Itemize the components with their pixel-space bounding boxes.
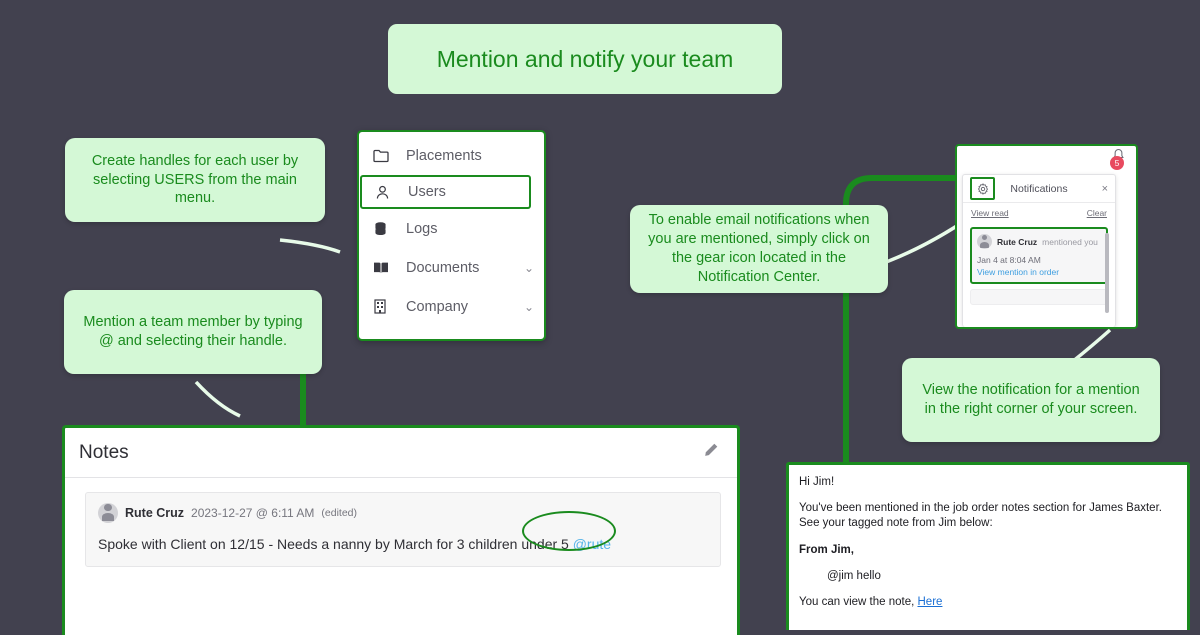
avatar bbox=[98, 503, 118, 523]
view-mention-in-order-link[interactable]: View mention in order bbox=[977, 267, 1060, 277]
notification-item-author: Rute Cruz bbox=[997, 236, 1038, 247]
email-footer-text: You can view the note, bbox=[799, 595, 918, 608]
callout-gear-email-text: To enable email notifications when you a… bbox=[648, 212, 870, 285]
callout-view-notification-text: View the notification for a mention in t… bbox=[922, 382, 1140, 417]
building-icon bbox=[373, 299, 397, 314]
note-body: Spoke with Client on 12/15 - Needs a nan… bbox=[98, 536, 708, 552]
notification-bell-row: 5 bbox=[957, 146, 1136, 170]
pencil-icon[interactable] bbox=[702, 442, 719, 464]
callout-users-menu: Create handles for each user by selectin… bbox=[65, 138, 325, 222]
notification-item-time: Jan 4 at 8:04 AM bbox=[977, 255, 1041, 265]
notification-item-action: mentioned you bbox=[1042, 236, 1098, 247]
notes-header: Notes bbox=[65, 428, 737, 478]
notification-item[interactable]: Rute Cruz mentioned you Jan 4 at 8:04 AM… bbox=[970, 227, 1108, 284]
email-body: You've been mentioned in the job order n… bbox=[799, 502, 1162, 530]
email-notification-panel: Hi Jim! You've been mentioned in the job… bbox=[786, 462, 1190, 630]
folder-icon bbox=[373, 149, 397, 163]
callout-gear-email: To enable email notifications when you a… bbox=[630, 205, 888, 293]
menu-item-placements-label: Placements bbox=[406, 147, 482, 164]
notification-actions: View read Clear bbox=[963, 203, 1115, 222]
notification-center-window: 5 Notifications × View read Clear bbox=[955, 144, 1138, 329]
menu-item-users[interactable]: Users bbox=[360, 175, 531, 209]
menu-item-documents[interactable]: Documents ⌄ bbox=[359, 248, 544, 287]
email-from-label: From Jim, bbox=[799, 543, 854, 556]
gear-icon[interactable] bbox=[970, 177, 995, 200]
view-read-link[interactable]: View read bbox=[971, 207, 1009, 218]
email-footer: You can view the note, Here bbox=[799, 595, 1175, 610]
email-quoted-note: @jim hello bbox=[827, 569, 881, 582]
note-body-text: Spoke with Client on 12/15 - Needs a nan… bbox=[98, 536, 573, 552]
notification-scrollbar[interactable] bbox=[1105, 233, 1109, 313]
note-mention[interactable]: @rute bbox=[572, 536, 612, 552]
menu-item-users-label: Users bbox=[408, 184, 446, 200]
menu-item-company-label: Company bbox=[406, 298, 469, 315]
chevron-down-icon[interactable]: ⌄ bbox=[523, 260, 534, 275]
note-timestamp: 2023-12-27 @ 6:11 AM bbox=[191, 506, 315, 520]
bell-icon[interactable]: 5 bbox=[1110, 148, 1126, 170]
email-greeting: Hi Jim! bbox=[799, 476, 835, 488]
callout-view-notification: View the notification for a mention in t… bbox=[902, 358, 1160, 442]
notification-dropdown: Notifications × View read Clear Rute Cru… bbox=[962, 174, 1116, 327]
callout-mention-handle: Mention a team member by typing @ and se… bbox=[64, 290, 322, 374]
notification-panel-title: Notifications bbox=[1010, 182, 1068, 195]
main-menu-panel: Placements Users Logs Documents ⌄ bbox=[357, 130, 546, 341]
chevron-down-icon[interactable]: ⌄ bbox=[523, 299, 534, 314]
database-icon bbox=[373, 221, 397, 237]
note-card: Rute Cruz 2023-12-27 @ 6:11 AM (edited) … bbox=[85, 492, 721, 567]
book-icon bbox=[373, 261, 397, 275]
menu-item-company[interactable]: Company ⌄ bbox=[359, 287, 544, 326]
clear-link[interactable]: Clear bbox=[1086, 207, 1107, 218]
notes-panel: Notes Rute Cruz 2023-12-27 @ 6:11 AM (ed… bbox=[62, 425, 740, 635]
note-author: Rute Cruz bbox=[125, 506, 185, 520]
menu-item-placements[interactable]: Placements bbox=[359, 136, 544, 175]
menu-item-logs[interactable]: Logs bbox=[359, 209, 544, 248]
close-icon[interactable]: × bbox=[1101, 182, 1108, 195]
avatar bbox=[977, 234, 992, 249]
menu-item-logs-label: Logs bbox=[406, 220, 438, 237]
page-title: Mention and notify your team bbox=[388, 24, 782, 94]
notification-item-header: Rute Cruz mentioned you bbox=[977, 234, 1101, 249]
email-here-link[interactable]: Here bbox=[917, 595, 943, 608]
note-edited-tag: (edited) bbox=[321, 507, 358, 519]
callout-users-menu-text: Create handles for each user by selectin… bbox=[91, 152, 299, 207]
notification-item-placeholder[interactable] bbox=[970, 289, 1108, 305]
notification-titlebar: Notifications × bbox=[963, 175, 1115, 203]
menu-item-documents-label: Documents bbox=[406, 259, 480, 276]
notes-title: Notes bbox=[79, 441, 129, 463]
notification-badge: 5 bbox=[1110, 156, 1124, 170]
note-meta: Rute Cruz 2023-12-27 @ 6:11 AM (edited) bbox=[98, 503, 708, 523]
callout-mention-handle-text: Mention a team member by typing @ and se… bbox=[83, 314, 303, 349]
user-icon bbox=[375, 185, 399, 200]
